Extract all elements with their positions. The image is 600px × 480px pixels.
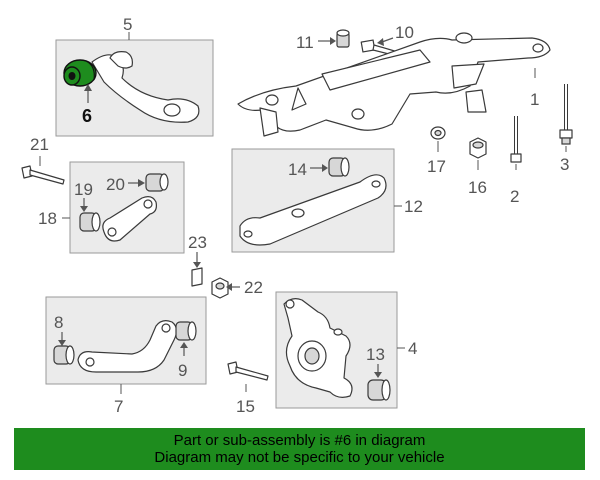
svg-text:21: 21 <box>30 135 49 154</box>
washer-17: 17 <box>427 126 446 176</box>
info-banner: Part or sub-assembly is #6 in diagram Di… <box>14 428 585 470</box>
nut-11: 11 <box>296 29 350 52</box>
washer-23: 23 <box>188 233 207 287</box>
svg-text:9: 9 <box>178 361 187 380</box>
svg-text:12: 12 <box>404 197 423 216</box>
svg-text:23: 23 <box>188 233 207 252</box>
svg-text:15: 15 <box>236 397 255 416</box>
bolt-2: 2 <box>510 116 522 206</box>
banner-line-1: Part or sub-assembly is #6 in diagram <box>173 432 426 449</box>
group-4-knuckle: 4 13 <box>275 291 417 409</box>
svg-text:1: 1 <box>530 90 539 109</box>
svg-text:17: 17 <box>427 157 446 176</box>
bolt-3: 3 <box>559 84 573 174</box>
nut-22: 22 <box>211 277 263 299</box>
crossmember-1: 1 <box>237 32 551 137</box>
group-18-link: 18 19 20 <box>38 161 185 254</box>
callout-6: 6 <box>82 106 92 126</box>
bushing-6-highlighted[interactable] <box>63 59 97 87</box>
svg-text:20: 20 <box>106 175 125 194</box>
svg-text:19: 19 <box>74 180 93 199</box>
svg-text:18: 18 <box>38 209 57 228</box>
svg-text:4: 4 <box>408 339 417 358</box>
svg-text:13: 13 <box>366 345 385 364</box>
callout-5: 5 <box>123 15 132 34</box>
svg-text:2: 2 <box>510 187 519 206</box>
svg-text:10: 10 <box>395 23 414 42</box>
group-12-lower-arm: 12 14 <box>231 148 423 253</box>
group-5-control-arm: 5 6 <box>55 15 214 137</box>
nut-16: 16 <box>468 137 487 197</box>
svg-text:16: 16 <box>468 178 487 197</box>
bolt-15: 15 <box>227 361 269 416</box>
svg-text:8: 8 <box>54 313 63 332</box>
bolt-21: 21 <box>21 135 65 185</box>
group-7-lateral-link: 7 8 9 <box>45 296 207 416</box>
svg-text:7: 7 <box>114 397 123 416</box>
banner-line-2: Diagram may not be specific to your vehi… <box>154 449 445 466</box>
svg-text:14: 14 <box>288 160 307 179</box>
svg-text:22: 22 <box>244 278 263 297</box>
svg-text:11: 11 <box>296 33 314 52</box>
svg-text:3: 3 <box>560 155 569 174</box>
